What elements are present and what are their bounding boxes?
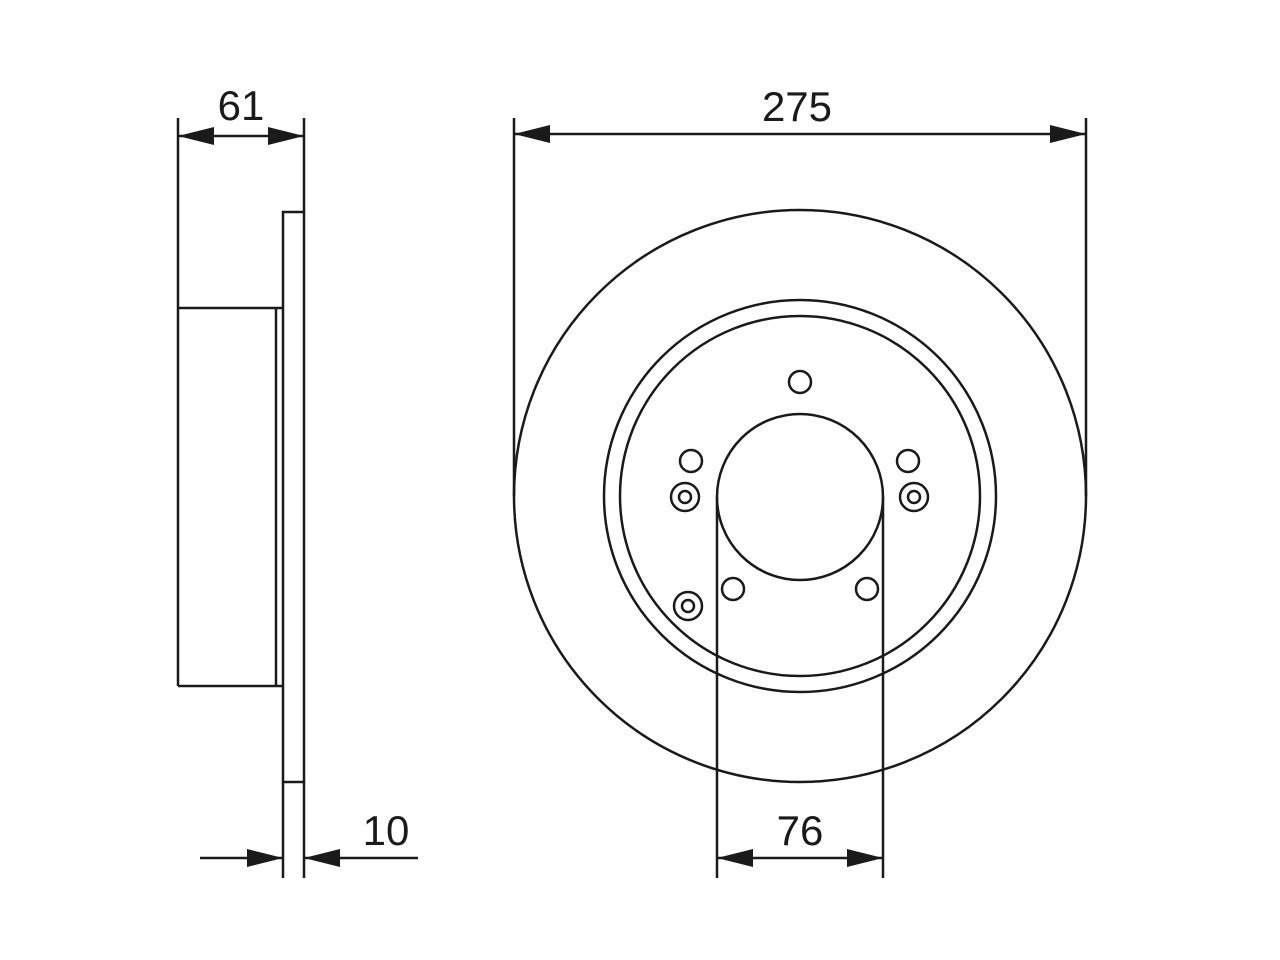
dimension-label-76: 76 <box>777 807 824 854</box>
dimension-label-61: 61 <box>218 82 265 129</box>
side-view: 61 10 <box>176 82 418 878</box>
front-view: 275 76 <box>512 83 1088 878</box>
bolt-hole <box>895 448 921 474</box>
hat-inner-edge <box>618 314 982 678</box>
threaded-hole <box>898 481 930 513</box>
threaded-hole <box>669 481 701 513</box>
arrowhead <box>304 849 340 867</box>
arrowhead <box>514 125 550 143</box>
threaded-hole <box>672 590 704 622</box>
hat-outer-edge <box>602 298 998 694</box>
arrowhead <box>1050 125 1086 143</box>
hat-section <box>176 306 283 688</box>
dimension-label-10: 10 <box>363 807 410 854</box>
friction-ring <box>281 210 306 784</box>
arrowhead <box>178 127 214 145</box>
disc-outer-edge <box>512 208 1088 784</box>
arrowhead <box>717 849 753 867</box>
dimension-label-275: 275 <box>762 83 832 130</box>
center-bore <box>715 412 885 582</box>
arrowhead <box>268 127 304 145</box>
arrowhead <box>847 849 883 867</box>
bolt-hole <box>678 448 704 474</box>
arrowhead <box>247 849 283 867</box>
bolt-hole <box>720 576 746 602</box>
bolt-hole <box>854 576 880 602</box>
bolt-hole <box>787 369 813 395</box>
